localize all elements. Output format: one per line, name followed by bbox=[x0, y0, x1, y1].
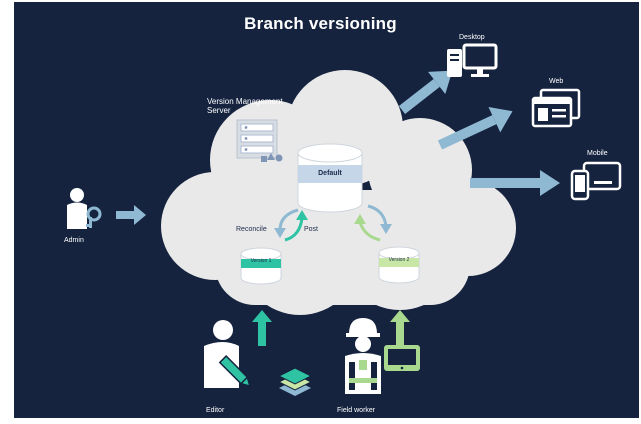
reconcile-label: Reconcile bbox=[236, 226, 267, 233]
version-2-label: Version 2 bbox=[388, 257, 410, 263]
server-rack-icon bbox=[236, 119, 283, 162]
field-worker-label: Field worker bbox=[337, 407, 376, 414]
desktop-computer-icon bbox=[447, 43, 498, 77]
editor-label: Editor bbox=[206, 407, 225, 414]
arrow-to-web bbox=[437, 106, 513, 150]
admin-label: Admin bbox=[64, 237, 84, 244]
tablet-icon bbox=[384, 345, 420, 371]
default-database-icon bbox=[297, 143, 363, 213]
arrow-from-editor bbox=[252, 310, 272, 346]
version-1-database-icon bbox=[240, 247, 282, 285]
desktop-label: Desktop bbox=[459, 34, 485, 41]
version-2-post-arrow bbox=[354, 214, 381, 242]
version-2-reconcile-arrow bbox=[367, 204, 392, 234]
post-label: Post bbox=[304, 226, 319, 233]
version-2-database-icon bbox=[378, 246, 420, 284]
mobile-devices-icon bbox=[570, 161, 622, 201]
arrow-to-desktop bbox=[398, 70, 453, 114]
reconcile-arrow bbox=[274, 208, 299, 238]
web-browser-icon bbox=[531, 88, 581, 128]
diagram-title: Branch versioning bbox=[244, 14, 397, 33]
field-worker-hardhat-icon bbox=[345, 318, 381, 394]
output-arrows bbox=[116, 70, 560, 225]
arrow-to-mobile bbox=[470, 170, 560, 196]
post-arrow bbox=[284, 210, 308, 242]
input-arrows bbox=[252, 310, 410, 346]
version-1-label: Version 1 bbox=[250, 258, 272, 264]
web-label: Web bbox=[549, 78, 564, 85]
layers-map-icon bbox=[277, 367, 313, 396]
arrow-from-field-worker bbox=[390, 310, 410, 346]
server-label: Version Management Server bbox=[207, 97, 283, 115]
default-database-label: Default bbox=[318, 170, 342, 177]
arrow-from-admin bbox=[116, 205, 146, 225]
editor-pen-icon bbox=[204, 320, 251, 388]
person-key-icon bbox=[67, 188, 102, 229]
mobile-label: Mobile bbox=[587, 150, 608, 157]
